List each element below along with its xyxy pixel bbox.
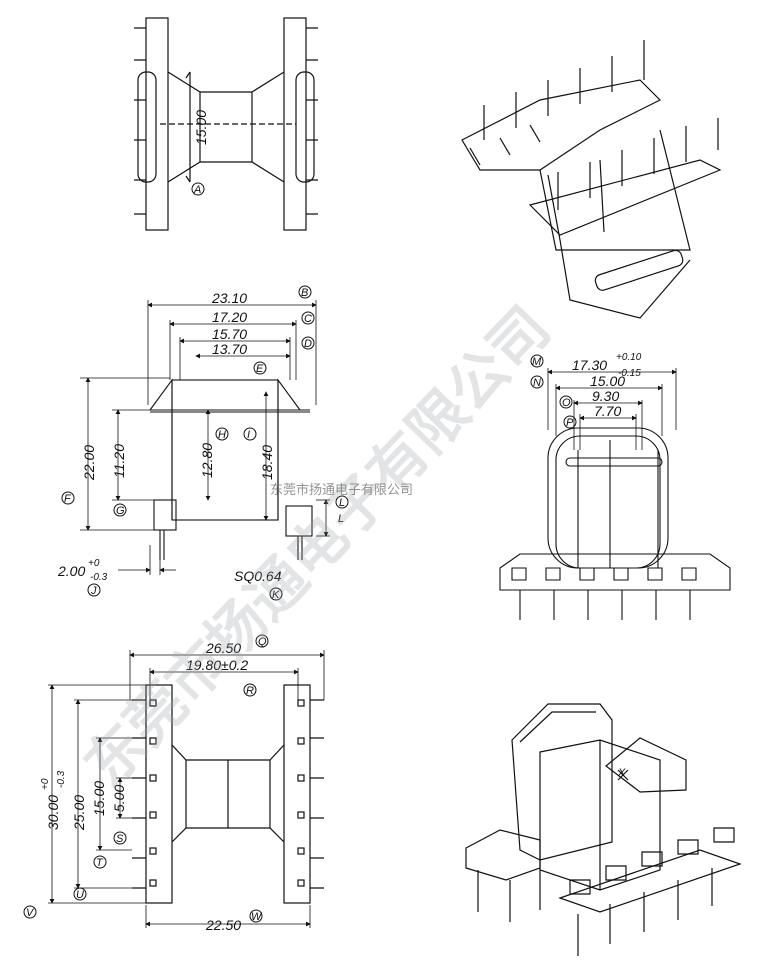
dim-bot-h2: 25.00: [71, 795, 87, 831]
dim-bot-h1: 30.00: [45, 795, 61, 830]
dim-right-w1-tol-minus: -0.15: [618, 368, 641, 379]
svg-text:V: V: [26, 907, 35, 919]
dim-bot-w1: 26.50: [205, 640, 241, 656]
label-J: J: [87, 583, 101, 597]
label-V: V: [23, 905, 37, 919]
label-F: F: [61, 491, 75, 505]
top-view: [134, 17, 318, 231]
svg-text:U: U: [76, 889, 84, 901]
dim-mid-h2: 11.20: [111, 444, 127, 478]
label-I: I: [243, 427, 257, 441]
bottom-view: [132, 684, 324, 904]
dim-pin-len-tol-minus: -0.3: [90, 572, 108, 583]
svg-text:A: A: [193, 184, 201, 196]
svg-text:K: K: [272, 589, 280, 601]
svg-text:I: I: [247, 429, 250, 441]
svg-text:Q: Q: [258, 636, 267, 648]
label-D: D: [301, 336, 315, 350]
bottom-view-dimlines: [48, 650, 325, 928]
svg-text:L: L: [339, 497, 345, 509]
dim-bot-w3: 22.50: [205, 917, 241, 933]
label-Q: Q: [255, 634, 269, 648]
svg-text:J: J: [90, 585, 97, 597]
dim-mid-w3: 15.70: [212, 326, 247, 342]
side-view-dimlines: [80, 300, 330, 575]
label-T: T: [93, 855, 107, 869]
label-R: R: [243, 683, 257, 697]
label-X: X: [617, 767, 626, 779]
svg-text:R: R: [246, 685, 254, 697]
svg-text:N: N: [533, 377, 541, 389]
label-S: S: [113, 831, 127, 845]
dim-pin-len-tol-plus: +0: [88, 558, 100, 569]
watermark-large: 东莞市扬通电子有限公司: [71, 294, 563, 800]
label-U: U: [73, 887, 87, 901]
label-H: H: [215, 427, 229, 441]
dim-bot-h4: 5.00: [111, 785, 127, 812]
label-W: W: [249, 909, 263, 923]
iso-view-top: [461, 40, 722, 319]
svg-text:F: F: [64, 493, 72, 505]
dim-top-height: 15.00: [193, 110, 209, 145]
dim-mid-w1: 23.10: [211, 290, 247, 306]
dim-mid-w4: 13.70: [212, 341, 247, 357]
dim-mid-h4: 18.40: [259, 445, 275, 480]
dim-bot-h1-tol-minus: -0.3: [56, 770, 67, 788]
dim-right-w4: 7.70: [594, 403, 621, 419]
label-M: M: [530, 354, 544, 368]
dim-bot-w2: 19.80±0.2: [186, 657, 248, 673]
dim-pin-l: L: [338, 513, 344, 525]
label-A: A: [191, 182, 205, 196]
svg-text:S: S: [116, 833, 124, 845]
label-C: C: [301, 311, 315, 325]
svg-text:G: G: [116, 505, 125, 517]
label-K: K: [269, 587, 283, 601]
front-view: [499, 427, 731, 620]
label-G: G: [113, 503, 127, 517]
svg-text:P: P: [566, 417, 574, 429]
dim-mid-w2: 17.20: [212, 309, 247, 325]
svg-text:D: D: [304, 338, 312, 350]
svg-text:W: W: [251, 911, 263, 923]
dim-right-w1: 17.30: [572, 357, 607, 373]
dim-pin-len: 2.00: [57, 563, 85, 579]
svg-text:B: B: [301, 287, 308, 299]
dim-right-w1-tol-plus: +0.10: [616, 352, 642, 363]
label-N: N: [530, 375, 544, 389]
label-B: B: [298, 285, 312, 299]
watermark-small: 东莞市扬通电子有限公司: [270, 482, 413, 498]
dim-right-w2: 15.00: [590, 373, 625, 389]
dim-mid-h1: 22.00: [81, 445, 97, 481]
dim-bot-h3: 15.00: [91, 781, 107, 816]
label-P: P: [563, 415, 577, 429]
front-view-dimlines: [547, 368, 677, 450]
iso-view-bottom: [465, 703, 742, 956]
dim-pin-sq: SQ0.64: [234, 568, 282, 584]
label-O: O: [559, 395, 573, 409]
label-E: E: [253, 361, 267, 375]
svg-text:E: E: [256, 363, 264, 375]
dim-bot-h1-tol-plus: +0: [40, 778, 51, 790]
dim-mid-h3: 12.80: [199, 443, 215, 478]
svg-text:M: M: [532, 356, 542, 368]
svg-text:T: T: [96, 857, 104, 869]
svg-text:H: H: [218, 429, 226, 441]
label-L: L: [335, 495, 349, 509]
dim-right-w3: 9.30: [592, 388, 619, 404]
svg-text:O: O: [562, 397, 571, 409]
svg-text:C: C: [304, 313, 312, 325]
